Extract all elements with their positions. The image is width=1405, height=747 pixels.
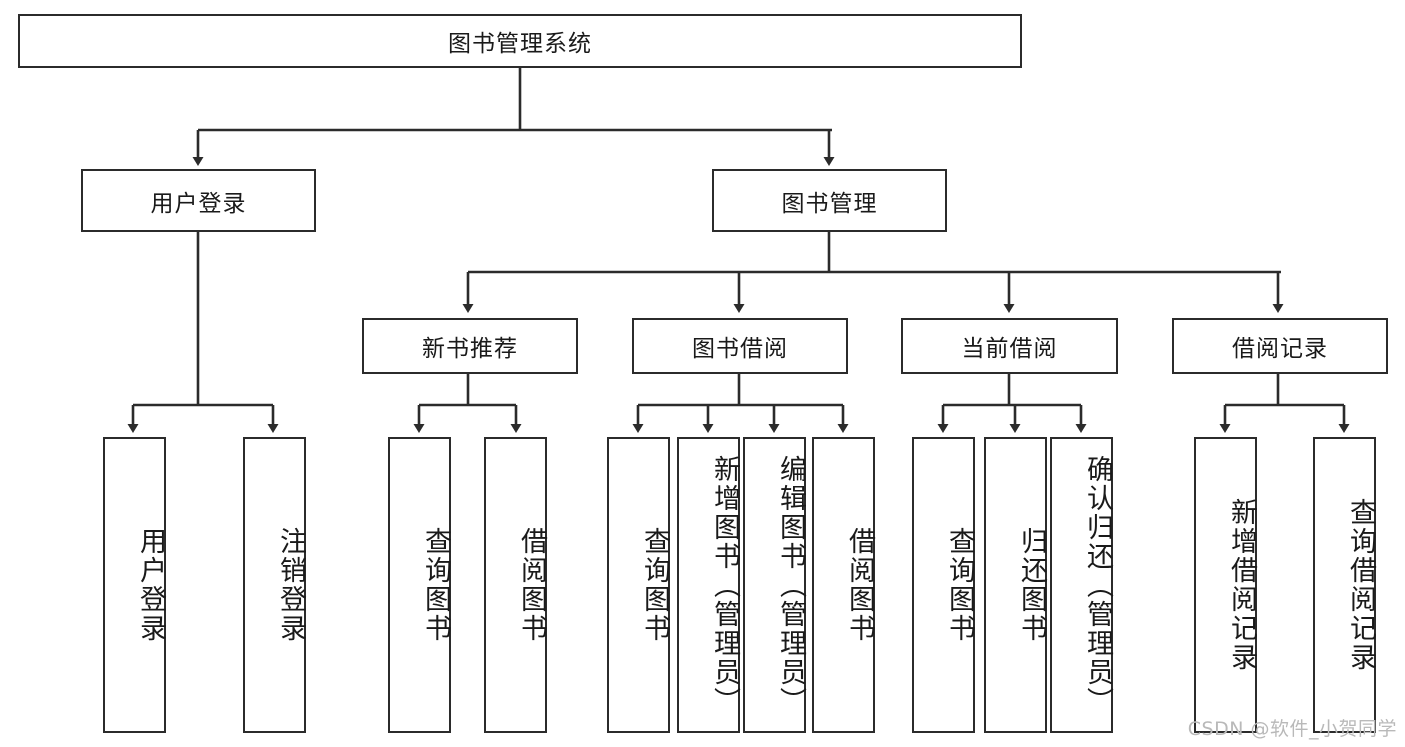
node-book-management[interactable]: 图书管理: [712, 169, 947, 232]
leaf-return-book-label: 归还图书: [1016, 527, 1047, 643]
leaf-query-borrow-record[interactable]: 查询借阅记录: [1313, 437, 1376, 733]
node-root[interactable]: 图书管理系统: [18, 14, 1022, 68]
node-new-book-recommend[interactable]: 新书推荐: [362, 318, 578, 374]
node-user-login-label: 用户登录: [150, 190, 247, 217]
leaf-add-book-admin[interactable]: 新增图书（管理员）: [677, 437, 740, 733]
leaf-query-book-borrow[interactable]: 查询图书: [607, 437, 670, 733]
node-book-borrow-label: 图书借阅: [692, 336, 788, 362]
leaf-query-book-recommend-label: 查询图书: [420, 527, 451, 643]
leaf-query-borrow-record-label: 查询借阅记录: [1345, 498, 1376, 672]
node-borrow-records[interactable]: 借阅记录: [1172, 318, 1388, 374]
leaf-confirm-return-admin[interactable]: 确认归还（管理员）: [1050, 437, 1113, 733]
csdn-watermark: CSDN @软件_小贺同学: [1187, 718, 1397, 740]
leaf-add-book-admin-label: 新增图书（管理员）: [709, 454, 740, 716]
node-root-label: 图书管理系统: [448, 31, 592, 57]
node-book-management-label: 图书管理: [781, 190, 878, 217]
leaf-borrow-book-label: 借阅图书: [844, 527, 875, 643]
leaf-confirm-return-admin-label: 确认归还（管理员）: [1082, 454, 1113, 716]
node-current-borrow[interactable]: 当前借阅: [901, 318, 1118, 374]
leaf-logout[interactable]: 注销登录: [243, 437, 306, 733]
leaf-query-book-borrow-label: 查询图书: [639, 527, 670, 643]
leaf-user-login-label: 用户登录: [135, 527, 166, 643]
leaf-borrow-book[interactable]: 借阅图书: [812, 437, 875, 733]
leaf-query-book-recommend[interactable]: 查询图书: [388, 437, 451, 733]
leaf-query-book-current-label: 查询图书: [944, 527, 975, 643]
leaf-add-borrow-record[interactable]: 新增借阅记录: [1194, 437, 1257, 733]
node-current-borrow-label: 当前借阅: [961, 336, 1058, 362]
leaf-edit-book-admin-label: 编辑图书（管理员）: [775, 454, 806, 716]
leaf-logout-label: 注销登录: [275, 527, 306, 643]
node-borrow-records-label: 借阅记录: [1232, 336, 1328, 362]
leaf-user-login[interactable]: 用户登录: [103, 437, 166, 733]
leaf-borrow-book-recommend-label: 借阅图书: [516, 527, 547, 643]
leaf-edit-book-admin[interactable]: 编辑图书（管理员）: [743, 437, 806, 733]
leaf-return-book[interactable]: 归还图书: [984, 437, 1047, 733]
node-new-book-recommend-label: 新书推荐: [422, 336, 518, 362]
leaf-add-borrow-record-label: 新增借阅记录: [1226, 498, 1257, 672]
node-user-login[interactable]: 用户登录: [81, 169, 316, 232]
leaf-query-book-current[interactable]: 查询图书: [912, 437, 975, 733]
leaf-borrow-book-recommend[interactable]: 借阅图书: [484, 437, 547, 733]
node-book-borrow[interactable]: 图书借阅: [632, 318, 848, 374]
